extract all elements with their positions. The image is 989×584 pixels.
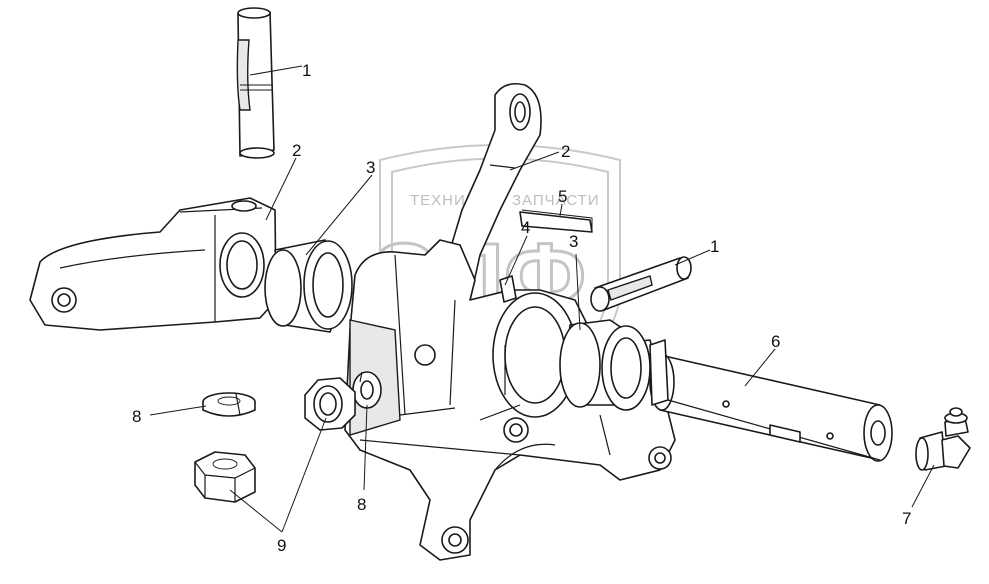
callout-2-left-arm: 2 — [292, 141, 301, 160]
callout-7-grease-fitting: 7 — [902, 509, 911, 528]
hex-nut-center — [304, 377, 356, 431]
callout-8-center-washer: 8 — [357, 495, 366, 514]
washer-center — [352, 371, 382, 409]
grease-fitting — [915, 407, 971, 471]
washer-left — [202, 392, 256, 417]
callout-1-upper-pin: 1 — [302, 61, 311, 80]
hex-nut-left — [194, 451, 256, 503]
shaft — [649, 339, 893, 462]
bushing-right — [559, 319, 651, 411]
callout-labels: 1 2 3 2 5 4 3 1 6 8 8 9 7 — [132, 61, 911, 555]
bracket-assembly — [344, 239, 676, 561]
pin-upper — [236, 7, 275, 159]
callout-3-left-bushing: 3 — [366, 158, 375, 177]
pin-right — [590, 256, 692, 312]
bushing-left — [264, 239, 353, 333]
callout-1-right-pin: 1 — [710, 237, 719, 256]
leader-lines — [149, 65, 935, 533]
callout-4-set-screw: 4 — [521, 218, 530, 237]
callout-3-right-bushing: 3 — [569, 232, 578, 251]
callout-5-key: 5 — [558, 187, 567, 206]
callout-8-left-washer: 8 — [132, 407, 141, 426]
lever-arm-left — [29, 197, 277, 331]
callout-6-shaft: 6 — [771, 332, 780, 351]
callout-9-hex-nuts: 9 — [277, 536, 286, 555]
callout-2-upright-arm: 2 — [561, 142, 570, 161]
watermark-text-right: ЗАПЧАСТИ — [512, 192, 600, 209]
